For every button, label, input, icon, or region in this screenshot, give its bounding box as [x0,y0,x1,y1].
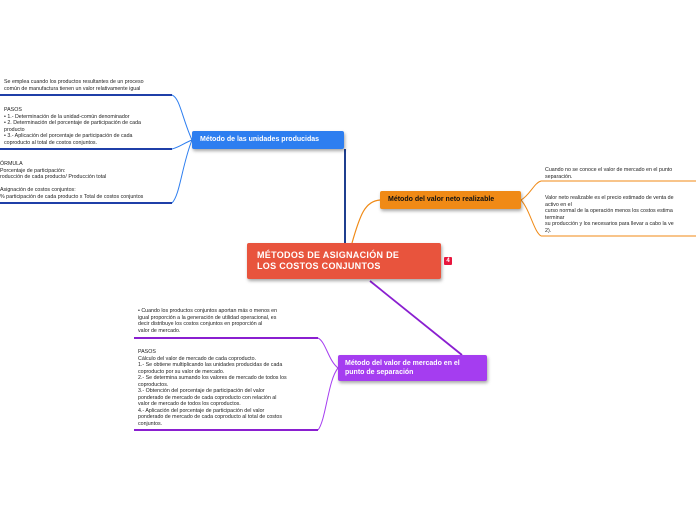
branch-units-label: Método de las unidades producidas [200,136,320,143]
connector-central-net [351,199,381,244]
connector-units-leaf3 [171,139,193,204]
net-leaf-when[interactable]: Cuando no se conoce el valor de mercado … [545,167,673,180]
units-leaf-formula[interactable]: ÓRMULA Porcentaje de participación: rodu… [0,161,144,200]
market-leaf-steps[interactable]: PASOS Cálculo del valor de mercado de ca… [138,349,287,427]
connector-central-market [369,280,463,356]
units-leaf-description[interactable]: Se emplea cuando los productos resultant… [4,79,144,92]
topic-count-badge-icon[interactable]: 4 [444,257,452,265]
connector-units-leaf1 [171,94,193,141]
units-leaf-steps[interactable]: PASOS • 1.- Determinación de la unidad-c… [4,107,142,146]
market-leaf-when[interactable]: • Cuando los productos conjuntos aportan… [138,308,278,334]
branch-net-realizable[interactable]: Método del valor neto realizable [380,191,521,209]
connector-net-leaf2 [520,199,542,237]
connector-market-leaf1 [317,337,339,369]
connector-net-leaf1 [520,180,542,201]
connector-market-leaf2 [317,367,339,431]
central-topic[interactable]: MÉTODOS DE ASIGNACIÓN DE LOS COSTOS CONJ… [247,243,441,279]
branch-units[interactable]: Método de las unidades producidas [192,131,344,149]
branch-market-label: Método del valor de mercado en el punto … [345,360,460,376]
branch-net-label: Método del valor neto realizable [388,196,495,203]
central-topic-title: MÉTODOS DE ASIGNACIÓN DE LOS COSTOS CONJ… [257,250,400,271]
branch-market-value[interactable]: Método del valor de mercado en el punto … [338,355,487,381]
net-leaf-definition[interactable]: Valor neto realizable es el precio estim… [545,195,674,234]
connector-units-leaf2 [171,139,193,150]
